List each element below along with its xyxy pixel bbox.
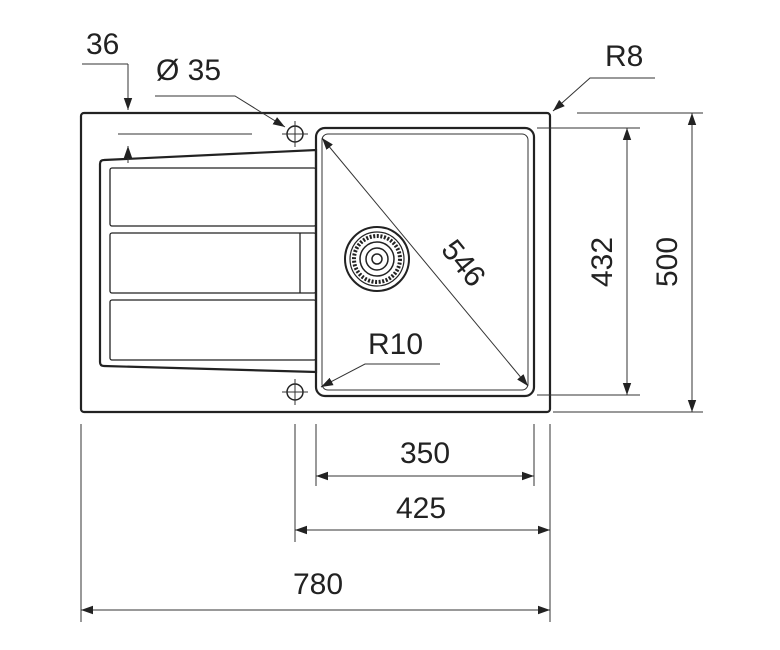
- label-425: 425: [396, 492, 446, 525]
- dimension-500: 500: [553, 112, 703, 413]
- dimension-432: 432: [537, 127, 640, 396]
- label-hole-diameter: Ø 35: [156, 54, 221, 87]
- drainer-rib-top: [109, 167, 317, 227]
- label-r8: R8: [605, 40, 643, 73]
- label-780: 780: [293, 568, 343, 601]
- dimension-hole-diameter: Ø 35: [155, 54, 286, 128]
- drainer-rib-bottom: [109, 299, 317, 361]
- dimension-r10: R10: [320, 328, 440, 388]
- label-r10: R10: [368, 328, 423, 361]
- label-500: 500: [651, 237, 684, 287]
- dimension-36: 36: [82, 28, 252, 163]
- dimension-425: 425: [295, 492, 550, 535]
- dimension-r8: R8: [552, 40, 655, 112]
- tap-hole-bottom: [282, 379, 308, 405]
- sink-outer-outline: [79, 111, 552, 414]
- drainer-rib-middle: [109, 232, 317, 294]
- strainer-icon: [344, 226, 410, 292]
- label-350: 350: [400, 437, 450, 470]
- drainer-board: [98, 148, 318, 374]
- dimension-780: 780: [81, 568, 550, 615]
- tap-hole-top: [282, 121, 308, 147]
- label-36: 36: [86, 28, 119, 61]
- label-432: 432: [586, 237, 619, 287]
- dimension-350: 350: [316, 437, 534, 481]
